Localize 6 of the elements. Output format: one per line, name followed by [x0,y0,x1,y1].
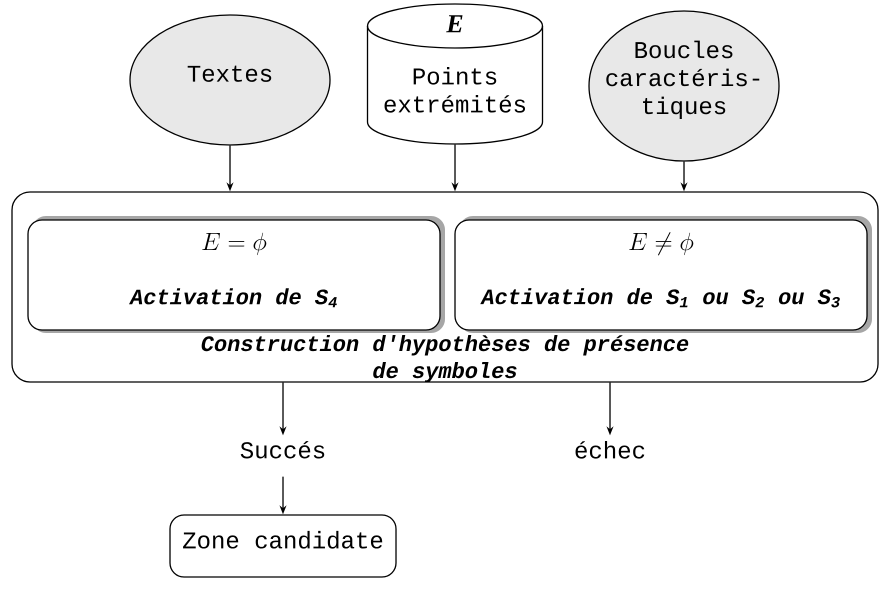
result-box: Zone candidate [169,514,397,578]
rule-box: $E\neq\phi$ Activation de S$_{1}$ ou S$_{2}$ ou S$_{3}$ [454,216,872,333]
outcome-label: échec [576,440,644,459]
rule-box: $E=\phi$ Activation de S$_{4}$ [27,216,445,333]
database-cylinder: E Points extrémités [366,3,544,145]
outcome-label: Succés [240,441,324,458]
